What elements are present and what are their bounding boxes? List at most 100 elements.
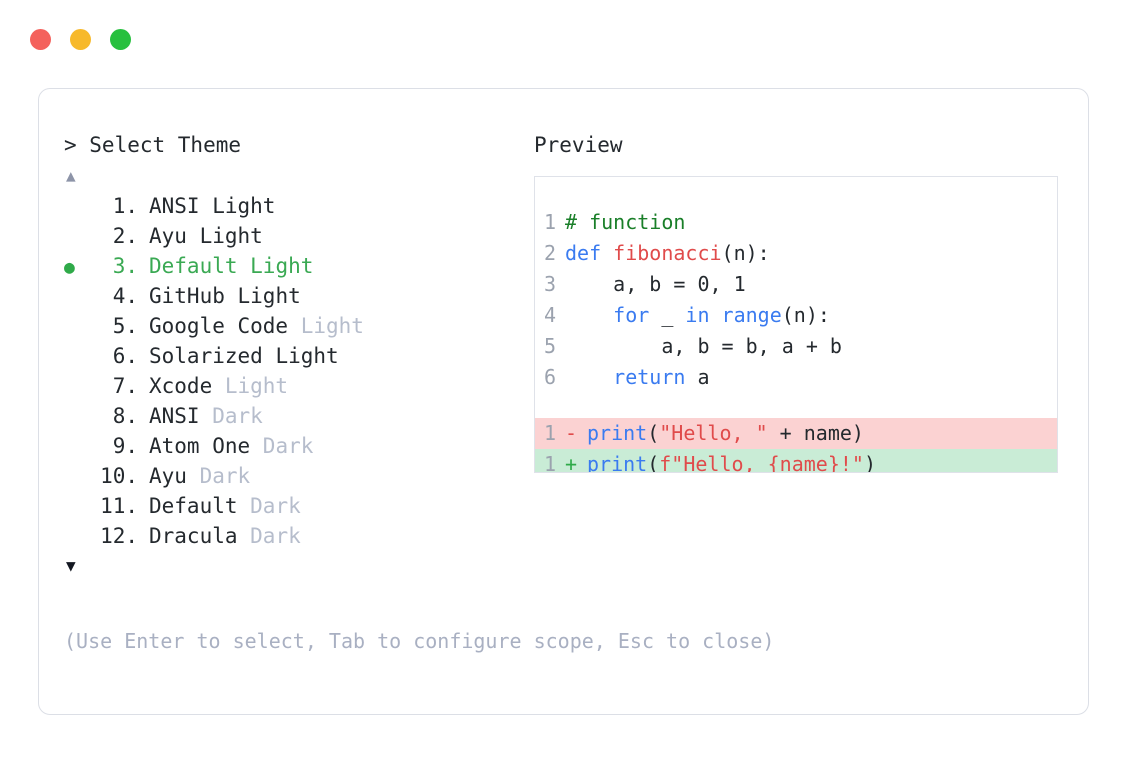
diff-sample: 1-print("Hello, " + name)1+print(f"Hello… [535,418,1057,473]
code-token: f"Hello, {name}!" [659,452,864,473]
theme-item-variant: Dark [262,434,314,458]
theme-list[interactable]: 1. ANSI Light 2. Ayu Light ● 3. Default Light 4… [64,191,534,551]
theme-item-variant: Light [237,284,301,308]
theme-list-item[interactable]: 5. Google Code Light [64,311,534,341]
theme-item-number: 10. [100,464,138,488]
theme-list-item[interactable]: 11. Default Dark [64,491,534,521]
code-token: (n): [781,303,830,327]
theme-list-item[interactable]: 2. Ayu Light [64,221,534,251]
code-line-text: # function [565,207,685,238]
code-token: ( [647,452,660,473]
theme-item-variant: Light [250,254,314,278]
theme-item-number: 4. [112,284,138,308]
theme-list-item[interactable]: 6. Solarized Light [64,341,534,371]
theme-item-label: Solarized Light [149,344,339,368]
theme-item-variant: Light [224,374,289,398]
code-line-text: def fibonacci(n): [565,238,770,269]
select-theme-prompt: > Select Theme [64,133,242,157]
code-line: 3 a, b = 0, 1 [535,269,1057,300]
code-token: fibonacci [613,241,722,265]
code-line: 6 return a [535,362,1057,393]
diff-line-text: print("Hello, " + name) [587,418,864,449]
code-token: a, b = 0, 1 [565,272,746,296]
theme-item-variant: Light [275,344,339,368]
theme-item-label: Atom One Dark [149,434,314,458]
line-number: 6 [543,365,556,389]
theme-item-number: 11. [100,494,138,518]
code-line-text: a, b = 0, 1 [565,269,746,300]
line-number: 5 [543,334,556,358]
code-token: + name) [767,421,864,445]
theme-item-label: Ayu Dark [149,464,251,488]
theme-list-item[interactable]: 8.ANSI Dark [64,401,534,431]
selected-bullet-icon: ● [64,257,75,278]
theme-item-number: 1. [112,194,138,218]
diff-line-text: print(f"Hello, {name}!") [587,449,877,473]
theme-list-item[interactable]: 4. GitHub Light [64,281,534,311]
scroll-down-arrow-icon[interactable]: ▼ [66,556,76,575]
preview-title: Preview [534,133,623,157]
window-traffic-lights [30,29,131,50]
code-line-text: return a [565,362,710,393]
code-token: in [685,303,722,327]
theme-list-item[interactable]: 12. Dracula Dark [64,521,534,551]
theme-item-variant: Light [300,314,364,338]
code-line: 1 # function [535,207,1057,238]
minimize-window-button[interactable] [70,29,91,50]
code-token: a, b = b, a + b [565,334,842,358]
code-token: range [721,303,782,327]
theme-item-label: GitHub Light [149,284,301,308]
theme-item-variant: Dark [199,464,251,488]
code-token: ) [863,452,877,473]
code-token: print [587,421,648,445]
line-number: 1 [543,421,556,445]
theme-item-label: Xcode Light [149,374,289,398]
theme-item-number: 12. [100,524,138,548]
code-token: _ [661,303,686,327]
code-token: return [565,365,698,389]
theme-item-number: 3. [112,254,138,278]
code-token: ( [647,421,660,445]
theme-item-variant: Dark [212,404,263,428]
line-number: 1 [543,210,556,234]
scroll-up-arrow-icon[interactable]: ▲ [66,166,76,185]
code-line-text: a, b = b, a + b [565,331,842,362]
theme-item-number: 9. [112,434,138,458]
diff-line-minus: 1-print("Hello, " + name) [535,418,1057,449]
diff-line-plus: 1+print(f"Hello, {name}!") [535,449,1057,473]
theme-item-label: Default Light [149,254,314,278]
diff-sign: - [565,421,578,445]
theme-item-label: Default Dark [149,494,301,518]
line-number: 3 [543,272,556,296]
code-token: a [697,365,710,389]
theme-item-label: ANSI Light [149,194,276,218]
theme-item-variant: Light [212,194,276,218]
code-token: for [565,303,662,327]
theme-item-number: 6. [112,344,138,368]
theme-list-item[interactable]: 1. ANSI Light [64,191,534,221]
theme-item-number: 7. [112,374,138,398]
code-token: print [587,452,648,473]
maximize-window-button[interactable] [110,29,131,50]
theme-item-label: Dracula Dark [149,524,301,548]
diff-sign: + [565,452,578,473]
theme-item-number: 2. [112,224,138,248]
code-token: (n): [721,241,770,265]
theme-list-item[interactable]: 9. Atom One Dark [64,431,534,461]
theme-item-number: 5. [112,314,138,338]
theme-picker-card: > Select Theme ▲ 1. ANSI Light 2. Ayu Light… [38,88,1089,715]
theme-list-item[interactable]: ● 3. Default Light [64,251,534,281]
theme-item-label: Google Code Light [149,314,364,338]
theme-item-label: Ayu Light [149,224,263,248]
code-token: def [565,241,614,265]
code-line: 5 a, b = b, a + b [535,331,1057,362]
close-window-button[interactable] [30,29,51,50]
theme-list-item[interactable]: 7. Xcode Light [64,371,534,401]
help-hint-text: (Use Enter to select, Tab to configure s… [64,629,775,653]
theme-item-variant: Light [199,224,263,248]
theme-list-item[interactable]: 10. Ayu Dark [64,461,534,491]
